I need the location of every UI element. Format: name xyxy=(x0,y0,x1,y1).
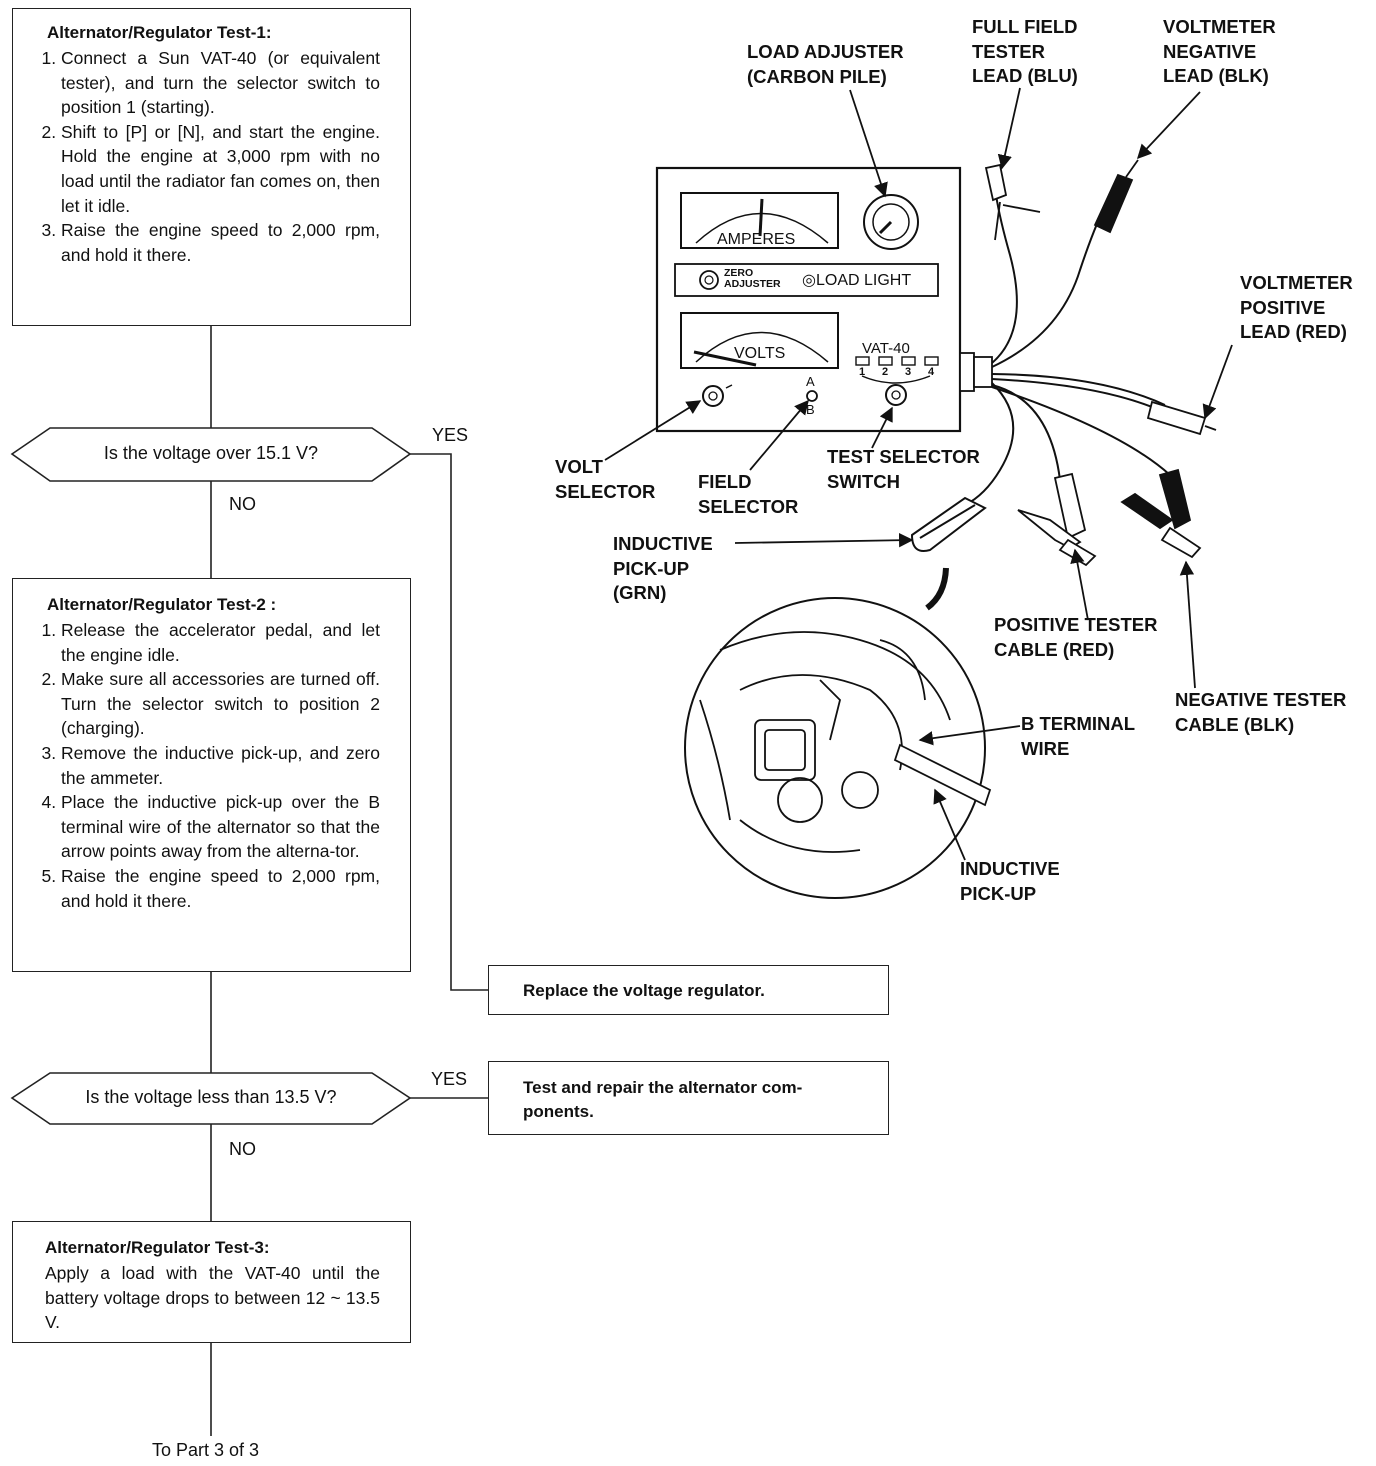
label-inductive-pickup: INDUCTIVE PICK-UP xyxy=(960,858,1060,904)
label-inductive-grn: INDUCTIVE PICK-UP (GRN) xyxy=(613,533,713,604)
test2-title: Alternator/Regulator Test-2 : xyxy=(47,595,277,614)
ammeter xyxy=(680,192,839,249)
action1-box: Replace the voltage regulator. xyxy=(488,965,889,1015)
model-label: VAT-40 xyxy=(862,340,910,357)
negative-tester-clamp xyxy=(1120,468,1202,559)
action2-box: Test and repair the alternator com-ponen… xyxy=(488,1061,889,1135)
decision2-yes: YES xyxy=(431,1069,468,1089)
inductive-pickup-clamp xyxy=(910,496,987,552)
load-light-label: ◎LOAD LIGHT xyxy=(802,270,911,290)
control-strip xyxy=(674,263,939,297)
tester-cables xyxy=(964,194,1171,506)
test2-step-2: Make sure all accessories are turned off… xyxy=(61,667,380,741)
position-indicators xyxy=(855,356,939,384)
action2-text: Test and repair the alternator com-ponen… xyxy=(523,1078,803,1121)
voltmeter xyxy=(680,312,839,369)
decision2-no: NO xyxy=(229,1139,256,1159)
test3-title: Alternator/Regulator Test-3: xyxy=(45,1238,270,1257)
label-volt-neg: VOLTMETER NEGATIVE LEAD (BLK) xyxy=(1163,16,1276,87)
test1-step-1: Connect a Sun VAT-40 (or equivalent test… xyxy=(61,46,380,120)
full-field-lead-connector xyxy=(984,163,1041,241)
decision1-question: Is the voltage over 15.1 V? xyxy=(103,443,319,463)
detail-arrow xyxy=(925,567,949,611)
zero-adjuster-label: ZERO ADJUSTER xyxy=(724,267,781,290)
engine-detail-circle xyxy=(684,597,992,899)
position-3: 3 xyxy=(905,366,912,378)
label-test-selector: TEST SELECTOR SWITCH xyxy=(827,446,980,492)
position-4: 4 xyxy=(928,366,935,378)
voltmeter-positive-probe xyxy=(1146,400,1217,436)
test2-steps: Release the accelerator pedal, and let t… xyxy=(27,618,380,913)
decision1-no: NO xyxy=(229,494,256,514)
label-volt-pos: VOLTMETER POSITIVE LEAD (RED) xyxy=(1240,272,1353,343)
test1-title: Alternator/Regulator Test-1: xyxy=(47,23,272,42)
field-a-label: A xyxy=(806,374,815,389)
continuation-text: To Part 3 of 3 xyxy=(152,1440,260,1460)
zero-adjuster-knob xyxy=(699,270,719,290)
test2-step-5: Raise the engine speed to 2,000 rpm, and… xyxy=(61,864,380,913)
test2-step-4: Place the inductive pick-up over the B t… xyxy=(61,790,380,864)
test1-steps: Connect a Sun VAT-40 (or equivalent test… xyxy=(27,46,380,267)
test1-box: Alternator/Regulator Test-1: Connect a S… xyxy=(12,8,411,326)
test2-step-3: Remove the inductive pick-up, and zero t… xyxy=(61,741,380,790)
voltmeter-negative-probe xyxy=(1093,159,1139,234)
action1-text: Replace the voltage regulator. xyxy=(523,981,765,1000)
positive-tester-clamp xyxy=(1017,472,1097,567)
volt-selector-knob xyxy=(702,384,733,407)
label-neg-cable: NEGATIVE TESTER CABLE (BLK) xyxy=(1175,689,1347,735)
label-pointers xyxy=(604,87,1233,861)
voltmeter-label: VOLTS xyxy=(734,345,786,362)
field-selector-switch xyxy=(806,390,818,402)
label-field-selector: FIELD SELECTOR xyxy=(698,471,799,517)
test3-box: Alternator/Regulator Test-3: Apply a loa… xyxy=(12,1221,411,1343)
ammeter-label: AMPERES xyxy=(717,231,796,248)
decision2-question: Is the voltage less than 13.5 V? xyxy=(85,1087,337,1107)
cable-connector xyxy=(959,352,993,392)
field-b-label: B xyxy=(806,402,815,417)
load-adjuster-knob xyxy=(863,194,919,250)
label-load-adjuster: LOAD ADJUSTER (CARBON PILE) xyxy=(747,41,904,87)
load-light-icon: ◎ xyxy=(802,272,816,289)
label-b-terminal: B TERMINAL WIRE xyxy=(1021,713,1136,759)
test-selector-knob xyxy=(885,384,907,406)
label-pos-cable: POSITIVE TESTER CABLE (RED) xyxy=(994,614,1158,660)
position-1: 1 xyxy=(859,366,866,378)
test3-body: Apply a load with the VAT-40 until the b… xyxy=(45,1263,380,1333)
test1-step-2: Shift to [P] or [N], and start the engin… xyxy=(61,120,380,218)
decision1-yes: YES xyxy=(432,425,469,445)
position-2: 2 xyxy=(882,366,889,378)
label-volt-selector: VOLT SELECTOR xyxy=(555,456,656,502)
load-light-text: LOAD LIGHT xyxy=(815,272,912,289)
test2-step-1: Release the accelerator pedal, and let t… xyxy=(61,618,380,667)
test2-box: Alternator/Regulator Test-2 : Release th… xyxy=(12,578,411,972)
test1-step-3: Raise the engine speed to 2,000 rpm, and… xyxy=(61,218,380,267)
label-full-field: FULL FIELD TESTER LEAD (BLU) xyxy=(972,16,1078,87)
